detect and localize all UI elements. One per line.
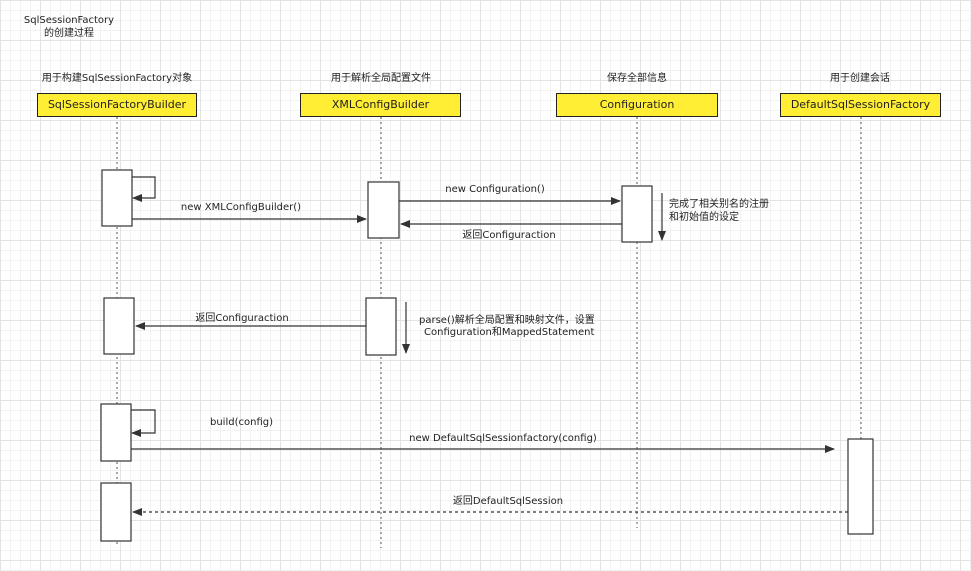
activation-builder-3 [100, 403, 132, 462]
participant-defaultsqlsessionfactory[interactable]: DefaultSqlSessionFactory [780, 93, 941, 117]
participant-configuration[interactable]: Configuration [556, 93, 718, 117]
diagram-title-line2: 的创建过程 [44, 28, 94, 39]
participant-note-configuration: 保存全部信息 [607, 73, 667, 84]
label-return-defaultsqlsession: 返回DefaultSqlSession [452, 496, 564, 507]
activation-xml-2 [365, 297, 397, 356]
activation-xml-1 [367, 181, 400, 239]
activation-builder-4 [100, 482, 132, 542]
label-new-defaultsqlsessionfactory: new DefaultSqlSessionfactory(config) [409, 433, 597, 444]
participant-note-xml: 用于解析全局配置文件 [331, 73, 431, 84]
activation-builder-2 [103, 297, 135, 355]
activation-configuration [621, 185, 653, 243]
participant-note-factory: 用于创建会话 [830, 73, 890, 84]
label-new-xmlconfigbuilder: new XMLConfigBuilder() [180, 202, 302, 213]
note-configuration: 完成了相关别名的注册和初始值的设定 [669, 199, 769, 223]
participant-sqlsessionfactorybuilder[interactable]: SqlSessionFactoryBuilder [37, 93, 197, 117]
label-return-configuraction-2: 返回Configuraction [195, 313, 289, 324]
participant-xmlconfigbuilder[interactable]: XMLConfigBuilder [300, 93, 461, 117]
self-call-builder-3 [131, 409, 156, 437]
self-call-builder-1 [132, 176, 156, 202]
label-return-configuraction-1: 返回Configuraction [462, 230, 556, 241]
activation-factory [847, 438, 874, 535]
label-new-configuration: new Configuration() [445, 184, 545, 195]
note-parse-line1: parse()解析全局配置和映射文件，设置 [419, 315, 595, 326]
diagram-title-line1: SqlSessionFactory [23, 15, 115, 26]
label-build-config: build(config) [210, 417, 273, 428]
activation-builder-1 [101, 169, 133, 227]
note-parse-line2: Configuration和MappedStatement [424, 327, 595, 338]
participant-note-builder: 用于构建SqlSessionFactory对象 [41, 73, 193, 84]
